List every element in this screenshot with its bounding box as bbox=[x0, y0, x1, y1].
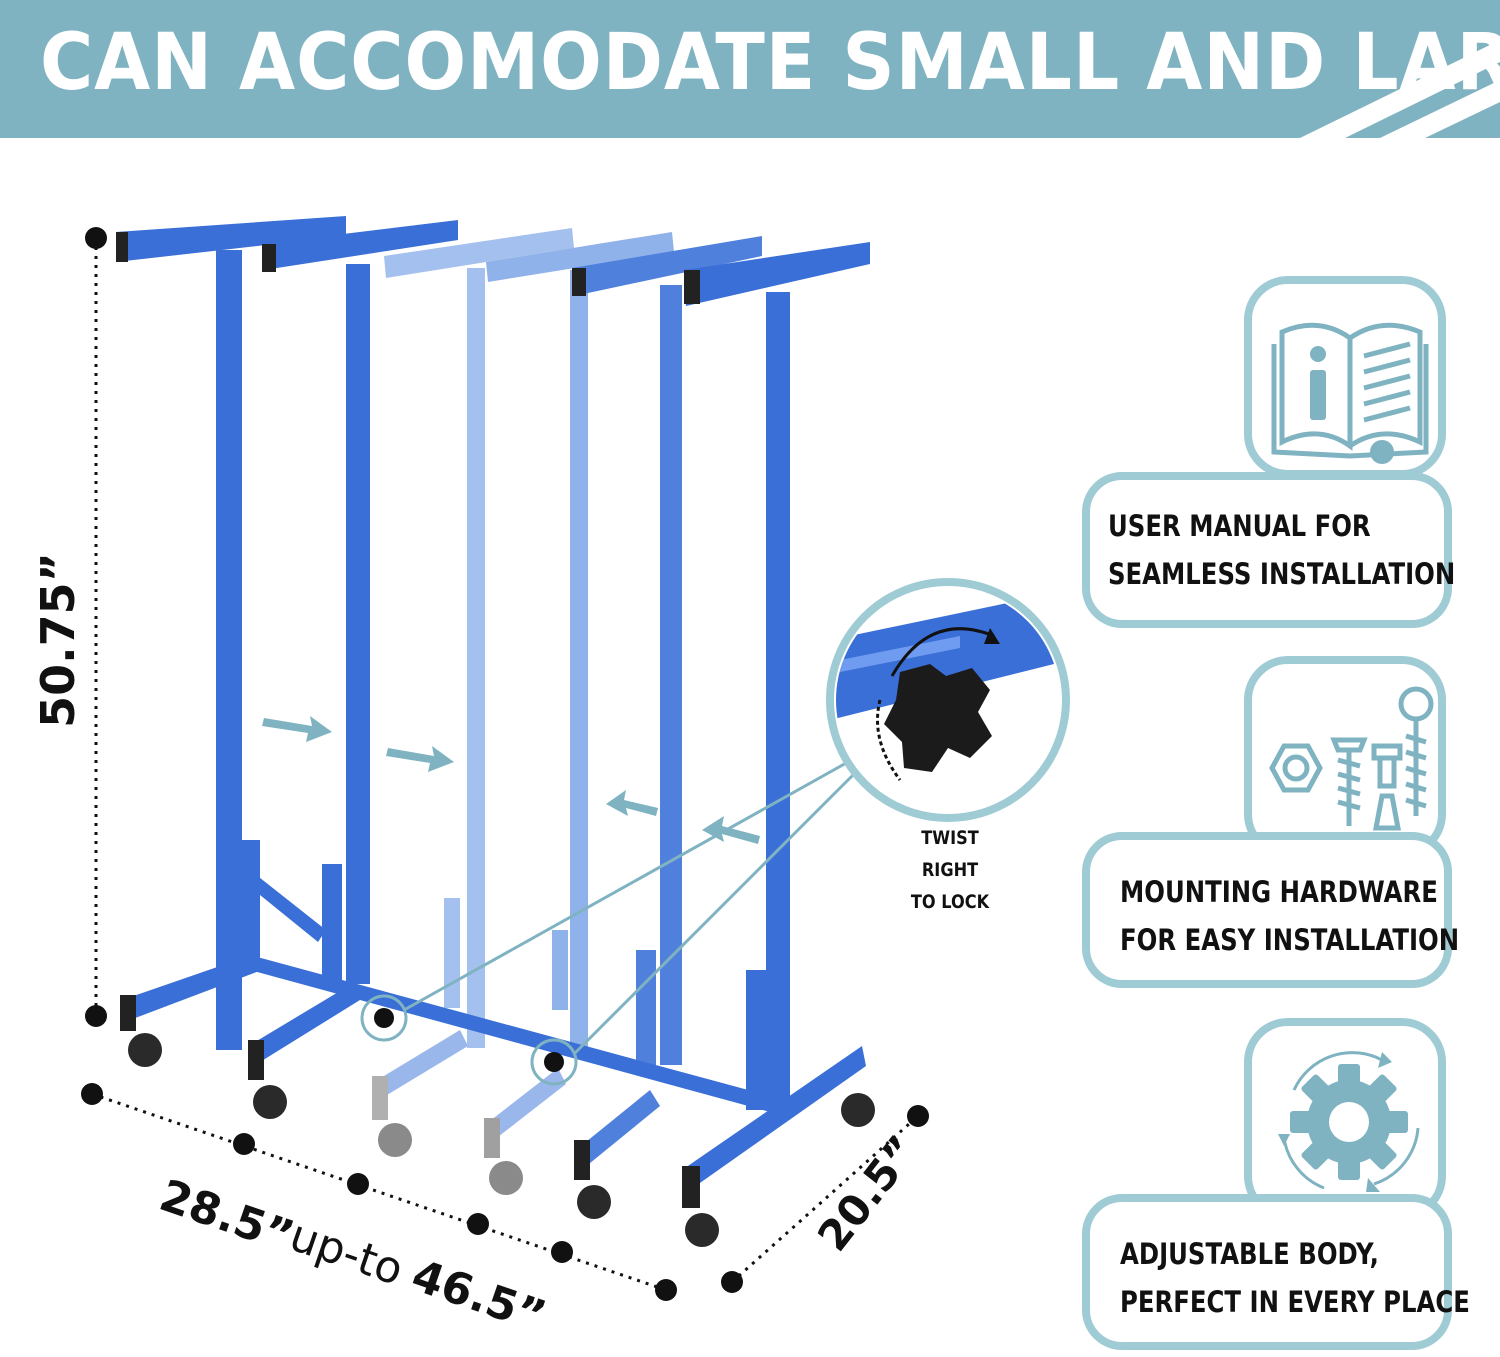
rack-feet-light bbox=[372, 1030, 566, 1158]
rack-frame-6 bbox=[486, 232, 674, 1050]
rack-frame-3 bbox=[572, 236, 762, 1180]
gear-icon bbox=[1278, 1051, 1420, 1192]
adjustable-text-box: ADJUSTABLE BODY, PERFECT IN EVERY PLACE bbox=[1082, 1194, 1470, 1350]
height-label: 50.75” bbox=[31, 552, 85, 728]
width-dimension-line bbox=[81, 1083, 677, 1301]
feature-adjustable-body: ADJUSTABLE BODY, PERFECT IN EVERY PLACE bbox=[1082, 1018, 1470, 1352]
hardware-text-box: MOUNTING HARDWARE FOR EASY INSTALLATION bbox=[1082, 832, 1460, 988]
product-illustration bbox=[81, 216, 1070, 1301]
knob-callout-caption: TWIST RIGHT TO LOCK bbox=[891, 822, 1010, 918]
feature-mounting-hardware: MOUNTING HARDWARE FOR EASY INSTALLATION bbox=[1082, 656, 1460, 992]
manual-icon-box bbox=[1244, 276, 1446, 478]
rack-frame-4 bbox=[682, 242, 870, 1208]
banner-stripes bbox=[1300, 40, 1500, 138]
banner-title: CAN ACCOMODATE SMALL AND LARGE FILES bbox=[40, 18, 1500, 108]
hardware-line-1: MOUNTING HARDWARE bbox=[1120, 875, 1438, 909]
rack-frame-1 bbox=[116, 216, 346, 1050]
manual-icon bbox=[1271, 322, 1429, 464]
manual-line-2: SEAMLESS INSTALLATION bbox=[1108, 557, 1456, 591]
depth-dimension-line bbox=[721, 1105, 929, 1293]
header-banner: CAN ACCOMODATE SMALL AND LARGE FILES bbox=[0, 0, 1500, 138]
hardware-line-2: FOR EASY INSTALLATION bbox=[1120, 923, 1460, 957]
knob-callout bbox=[826, 578, 1070, 822]
cross-bar bbox=[250, 955, 785, 1116]
height-dimension-line bbox=[85, 227, 107, 1027]
rack-frame-2 bbox=[248, 220, 458, 1080]
manual-line-1: USER MANUAL FOR bbox=[1108, 509, 1371, 543]
gear-icon-box bbox=[1244, 1018, 1446, 1220]
casters bbox=[128, 1033, 875, 1247]
manual-text-box: USER MANUAL FOR SEAMLESS INSTALLATION bbox=[1082, 472, 1456, 628]
adjustable-line-2: PERFECT IN EVERY PLACE bbox=[1120, 1285, 1470, 1319]
hardware-icon bbox=[1269, 686, 1434, 831]
hardware-icon-box bbox=[1244, 656, 1446, 858]
feature-user-manual: USER MANUAL FOR SEAMLESS INSTALLATION bbox=[1082, 276, 1456, 632]
callout-connectors bbox=[403, 760, 860, 1056]
adjust-arrows bbox=[262, 716, 760, 844]
adjustable-line-1: ADJUSTABLE BODY, bbox=[1120, 1237, 1379, 1271]
callout-line-1: TWIST RIGHT bbox=[921, 827, 979, 881]
rack-frame-5 bbox=[384, 228, 574, 1048]
callout-line-2: TO LOCK bbox=[910, 891, 990, 913]
